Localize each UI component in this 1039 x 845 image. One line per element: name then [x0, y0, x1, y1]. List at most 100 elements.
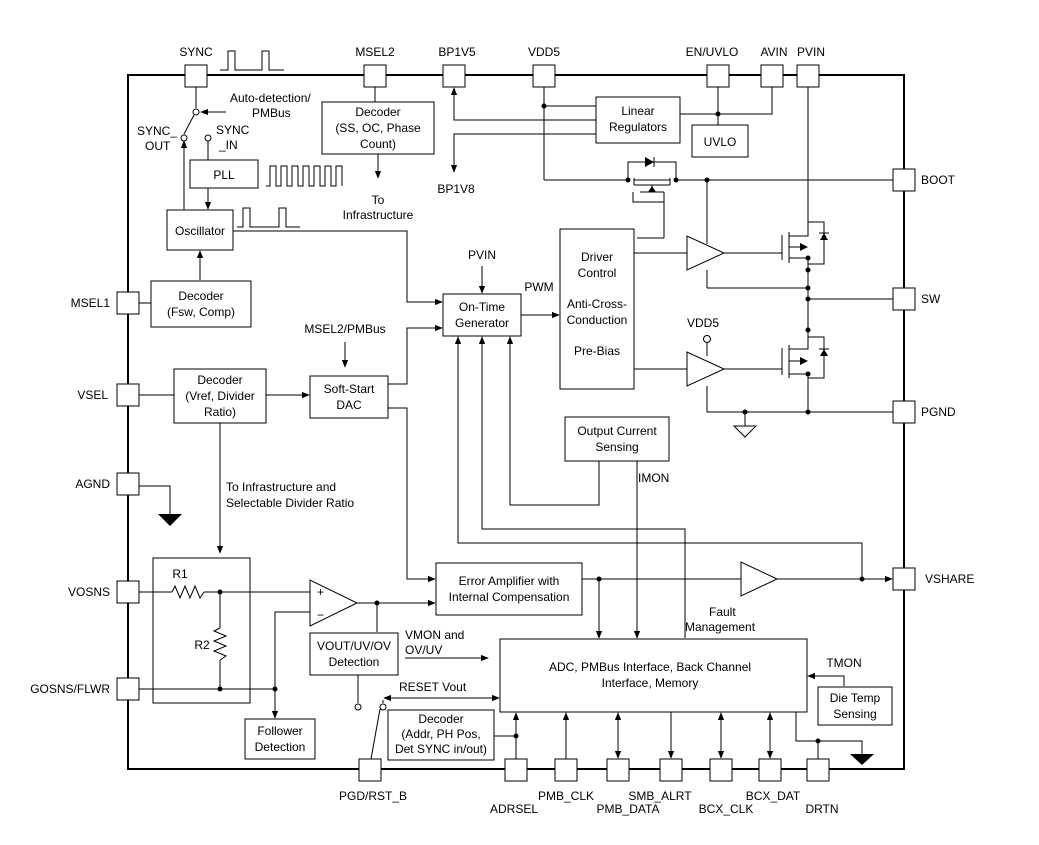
oscillator-waveform-icon — [237, 207, 300, 228]
r1-resistor — [171, 584, 205, 600]
vshare-buffer — [740, 561, 779, 597]
pin-pmb-data: PMB_DATA — [597, 758, 659, 816]
uvlo-label: UVLO — [704, 135, 737, 149]
decoder-fsw-label: Decoder(Fsw, Comp) — [167, 289, 235, 319]
pin-pmb-clk-label: PMB_CLK — [538, 789, 594, 803]
agnd-ground-icon — [158, 514, 182, 526]
r2-label: R2 — [194, 638, 210, 652]
tmon-label: TMON — [826, 656, 861, 670]
pin-agnd: AGND — [75, 472, 140, 496]
boot-switch — [625, 157, 679, 239]
pin-msel2: MSEL2 — [355, 45, 395, 88]
drtn-ground-icon — [850, 754, 874, 765]
high-side-fet — [781, 221, 829, 270]
pin-gosns-flwr: GOSNS/FLWR — [30, 677, 140, 701]
pin-vshare: VSHARE — [892, 567, 974, 591]
sync-waveform-icon — [220, 50, 284, 71]
pin-boot: BOOT — [892, 168, 956, 192]
pin-pvin: PVIN — [796, 45, 825, 88]
bp1v8-label: BP1V8 — [437, 182, 475, 196]
pin-msel1-label: MSEL1 — [71, 296, 111, 310]
pin-sw: SW — [892, 287, 941, 311]
pin-bcx-dat-label: BCX_DAT — [746, 789, 801, 803]
low-side-driver — [686, 351, 726, 387]
pin-gosns-flwr-label: GOSNS/FLWR — [30, 682, 110, 696]
msel2-pmbus-label: MSEL2/PMBus — [304, 322, 385, 336]
opamp-plus-label: + — [317, 585, 324, 599]
pin-sync: SYNC — [179, 45, 213, 88]
pin-pgnd-label: PGND — [921, 405, 956, 419]
pin-bcx-dat: BCX_DAT — [746, 758, 801, 803]
oscillator-block: Oscillator — [166, 209, 234, 251]
pin-adrsel-label: ADRSEL — [490, 802, 538, 816]
pin-boot-label: BOOT — [921, 173, 956, 187]
pll-waveform-icon — [266, 165, 343, 187]
pin-smb-alrt-label: SMB_ALRT — [628, 789, 692, 803]
pin-vshare-label: VSHARE — [925, 572, 974, 586]
opamp-minus-label: − — [317, 608, 324, 622]
sync-in-label: SYNC_IN — [216, 123, 250, 152]
pin-msel2-label: MSEL2 — [355, 45, 395, 59]
pin-pgnd: PGND — [892, 400, 956, 424]
pll-block: PLL — [189, 159, 259, 189]
error-opamp — [309, 579, 359, 627]
pin-drtn-label: DRTN — [805, 802, 838, 816]
pin-pvin-label: PVIN — [797, 45, 825, 59]
r1-label: R1 — [172, 567, 188, 581]
pin-bp1v5-label: BP1V5 — [438, 45, 476, 59]
pin-pmb-clk: PMB_CLK — [538, 758, 594, 803]
pin-pgd-rst-b: PGD/RST_B — [339, 758, 407, 803]
divider-block — [152, 557, 251, 704]
pin-vosns-label: VOSNS — [68, 585, 110, 599]
pin-en-uvlo-label: EN/UVLO — [686, 45, 739, 59]
pin-msel1: MSEL1 — [71, 291, 140, 315]
pin-bcx-clk: BCX_CLK — [699, 758, 754, 816]
pin-sync-label: SYNC — [179, 45, 213, 59]
pin-vsel-label: VSEL — [77, 388, 108, 402]
pin-avin: AVIN — [760, 45, 788, 88]
pin-agnd-label: AGND — [75, 477, 110, 491]
vdd5-driver-label: VDD5 — [687, 316, 719, 330]
pin-bcx-clk-label: BCX_CLK — [699, 802, 754, 816]
decoder-addr-block: Decoder(Addr, PH Pos,Det SYNC in/out) — [387, 709, 495, 761]
pin-vsel: VSEL — [77, 383, 140, 407]
decoder-addr-label: Decoder(Addr, PH Pos,Det SYNC in/out) — [395, 712, 487, 756]
pin-vdd5-label: VDD5 — [528, 45, 560, 59]
oscillator-label: Oscillator — [175, 224, 225, 238]
pin-vdd5: VDD5 — [528, 45, 560, 88]
pin-smb-alrt: SMB_ALRT — [628, 758, 692, 803]
sync-out-label: SYNC_OUT — [137, 124, 177, 153]
pin-drtn: DRTN — [805, 758, 839, 816]
uvlo-block: UVLO — [691, 124, 749, 158]
auto-detect-label: Auto-detection/PMBus — [230, 91, 311, 120]
pvin-input-label: PVIN — [468, 248, 496, 262]
pin-avin-label: AVIN — [760, 45, 787, 59]
pin-pgd-rst-b-label: PGD/RST_B — [339, 789, 407, 803]
low-side-fet — [781, 330, 829, 384]
reset-vout-label: RESET Vout — [399, 680, 467, 694]
pin-adrsel: ADRSEL — [490, 758, 538, 816]
high-side-driver — [686, 235, 726, 271]
pll-label: PLL — [213, 168, 235, 182]
